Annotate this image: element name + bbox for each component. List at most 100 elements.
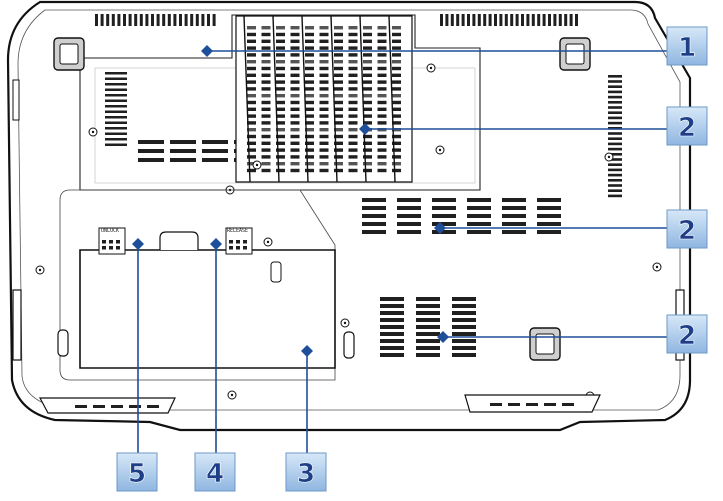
fan-slot (261, 162, 271, 166)
fan-slot (334, 168, 343, 173)
fan-slot (377, 32, 387, 37)
vent-slot (416, 304, 440, 308)
fan-slot (319, 134, 329, 139)
latch-grip (236, 246, 240, 250)
fan-slot (392, 80, 401, 84)
fan-slot (290, 60, 300, 64)
fan-slot (290, 121, 300, 125)
battery-lock-switch[interactable]: UNLOCK (98, 227, 126, 255)
fan-slot (377, 60, 387, 64)
vent-slot (553, 14, 557, 26)
fan-slot (290, 100, 300, 105)
vent-slot (100, 14, 104, 26)
grille-slot (105, 88, 127, 91)
battery-area (59, 189, 336, 381)
fan-slot (392, 46, 401, 50)
latch-grip (116, 246, 120, 250)
fan-slot (247, 53, 256, 57)
vent-slot (380, 318, 404, 322)
vent-slot (558, 14, 562, 26)
vent-slot (380, 332, 404, 336)
screw-center (91, 130, 95, 134)
fan-slot (334, 87, 343, 91)
fan-slot (305, 141, 314, 145)
fan-slot (305, 39, 314, 43)
vent-slot (452, 297, 476, 301)
fan-slot (290, 80, 300, 84)
fan-slot (247, 80, 256, 84)
fan-slot (319, 73, 329, 77)
vent-slot (397, 206, 421, 210)
vent-slot (416, 353, 440, 357)
fan-slot (363, 32, 372, 37)
fan-slot (363, 162, 372, 166)
fan-slot (319, 128, 329, 132)
latch-grip (243, 240, 247, 244)
fan-slot (392, 73, 401, 77)
fan-slot (363, 107, 372, 111)
vent-slot (151, 14, 154, 26)
fan-slot (334, 46, 343, 50)
fan-slot (247, 94, 256, 98)
fan-slot (334, 155, 343, 159)
fan-slot (334, 121, 343, 125)
callout-c5: 5 (116, 452, 158, 492)
fan-slot (363, 39, 372, 43)
grille-slot (105, 110, 127, 113)
fan-slot (392, 39, 401, 43)
side-latches (57, 329, 355, 359)
callout-box (666, 26, 708, 66)
callout-box (666, 106, 708, 146)
fan-slot (363, 46, 372, 50)
vent-slot (515, 14, 519, 26)
fan-slot (261, 148, 271, 152)
vent-slot (179, 14, 182, 26)
fan-slot (276, 39, 285, 43)
grille-slot (105, 99, 127, 102)
vent-slot (537, 198, 561, 202)
fan-slot (290, 94, 300, 98)
fan-slot (377, 73, 387, 77)
vent-slot (397, 230, 421, 234)
grille-slot (170, 140, 196, 144)
vent-slot (526, 403, 538, 406)
vent-slot (502, 206, 526, 210)
vent-slot (510, 14, 514, 26)
fan-slot (348, 94, 358, 98)
fan-slot (276, 100, 285, 105)
battery-release-switch[interactable]: RELEASE (225, 227, 253, 255)
fan-slot (290, 128, 300, 132)
fan-slot (290, 107, 300, 111)
vent-slot (521, 14, 524, 26)
fan-slot (276, 26, 285, 30)
fan-slot (363, 66, 372, 71)
vent-slot (467, 230, 491, 234)
fan-rib (272, 15, 280, 183)
fan-slot (247, 60, 256, 64)
fan-slot (348, 46, 358, 50)
vent-slot (162, 14, 166, 26)
fan-slot (377, 26, 387, 30)
latch-grip (109, 240, 113, 244)
fan-slot (261, 134, 271, 139)
fan-slot (363, 100, 372, 105)
fan-slot (348, 162, 358, 166)
vent-slot (608, 147, 622, 151)
fan-slot (392, 162, 401, 166)
fan-slot (363, 80, 372, 84)
vent-slot (608, 179, 622, 182)
vent-slot (380, 339, 404, 343)
fan-slot (392, 100, 401, 105)
vent-slot (526, 14, 530, 26)
callout-number: 1 (678, 33, 696, 63)
vent-slot (362, 214, 386, 218)
screw-center (438, 148, 442, 152)
fan-slot (319, 80, 329, 84)
vent-slot (608, 153, 622, 156)
leader-marker (201, 45, 213, 57)
leader-marker (359, 123, 371, 135)
vent-slot (452, 318, 476, 322)
grille-slot (105, 121, 127, 124)
fan-slot (319, 32, 329, 37)
fan-slot (363, 60, 372, 64)
